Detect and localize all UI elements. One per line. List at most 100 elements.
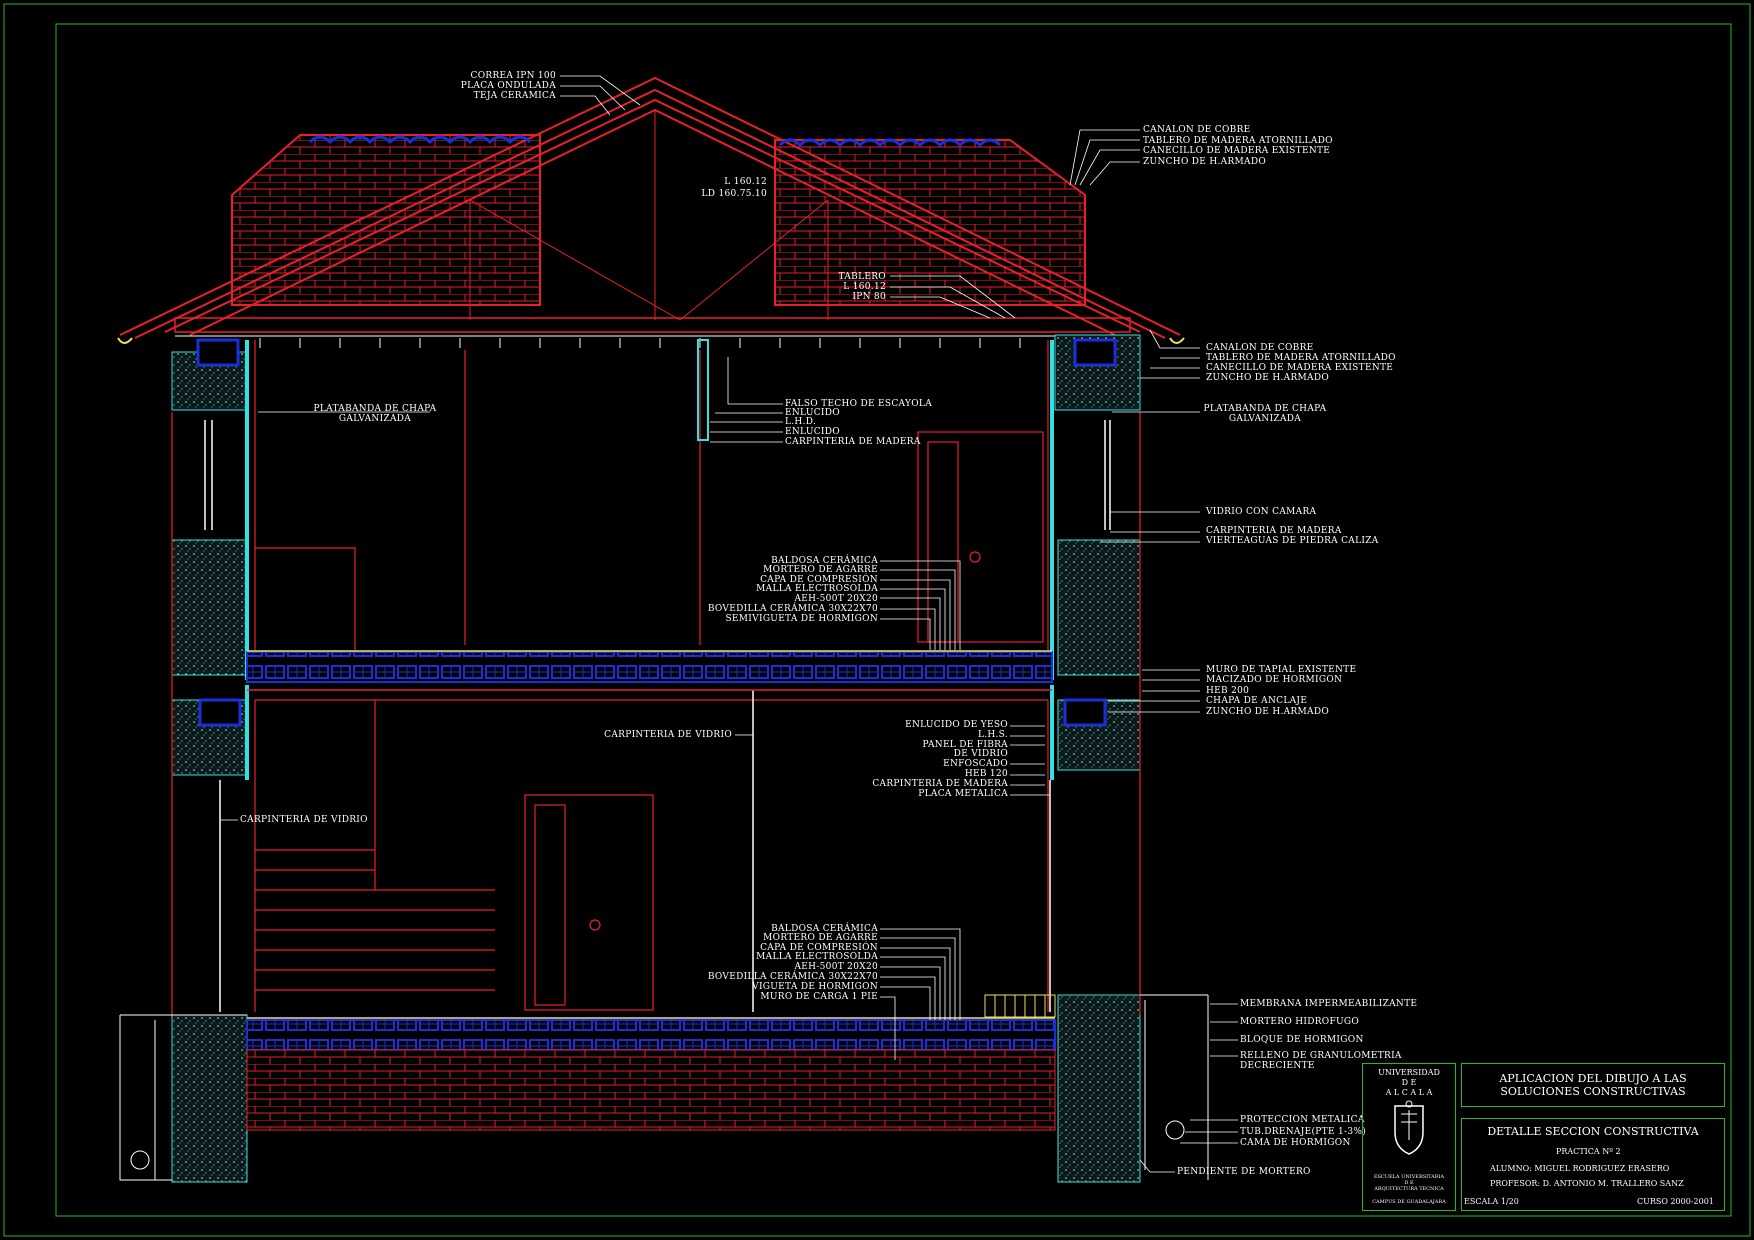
label-ls-mortero: MORTERO DE AGARRE — [763, 933, 878, 943]
label-platabanda-right-1: PLATABANDA DE CHAPA — [1203, 404, 1327, 414]
label-enlucido-yeso: ENLUCIDO DE YESO — [905, 720, 1008, 730]
label-ls-bovedilla: BOVEDILLA CERÁMICA 30X22X70 — [707, 972, 878, 982]
university-box: UNIVERSIDAD D E A L C A L A ESCUELA UNIV… — [1362, 1063, 1456, 1211]
label-us-aeh: AEH-500T 20X20 — [794, 594, 878, 604]
roof-tiles — [308, 135, 1002, 148]
campus: CAMPUS DE GUADALAJARA — [1372, 1199, 1446, 1205]
label-pendiente: PENDIENTE DE MORTERO — [1177, 1167, 1311, 1177]
school-line3: ARQUITECTURA TECNICA — [1374, 1186, 1444, 1192]
label-chapa-anclaje: CHAPA DE ANCLAJE — [1206, 696, 1308, 706]
label-cama-hormigon: CAMA DE HORMIGON — [1240, 1138, 1351, 1148]
label-lhd: L.H.D. — [785, 417, 817, 427]
university-line3: A L C A L A — [1385, 1088, 1433, 1097]
label-carpinteria-vidrio-center: CARPINTERIA DE VIDRIO — [604, 730, 732, 740]
label-macizado: MACIZADO DE HORMIGON — [1206, 675, 1343, 685]
main-title-line1: APLICACION DEL DIBUJO A LAS — [1499, 1072, 1687, 1085]
label-us-baldosa: BALDOSA CERÁMICA — [771, 556, 878, 566]
label-us-malla: MALLA ELECTROSOLDA — [756, 584, 878, 594]
upper-slab — [246, 650, 1053, 691]
label-vidrio-camara: VIDRIO CON CAMARA — [1206, 507, 1317, 517]
school-line1: ESCUELA UNIVERSITARIA — [1373, 1174, 1445, 1180]
label-ipn: IPN 80 — [852, 292, 886, 302]
label-relleno: RELLENO DE GRANULOMETRIA — [1240, 1051, 1402, 1061]
label-platabanda-right-2: GALVANIZADA — [1228, 414, 1302, 424]
label-canecillo-top: CANECILLO DE MADERA EXISTENTE — [1143, 146, 1331, 156]
label-us-semivigueta: SEMIVIGUETA DE HORMIGON — [725, 614, 878, 624]
inner-frame — [55, 23, 1732, 1217]
label-us-capa: CAPA DE COMPRESIÓN — [760, 575, 878, 585]
label-placa-metalica: PLACA METALICA — [918, 789, 1008, 799]
building-outline — [171, 340, 1141, 1015]
label-zuncho-top: ZUNCHO DE H.ARMADO — [1143, 157, 1267, 167]
label-carpinteria-vidrio-left: CARPINTERIA DE VIDRIO — [240, 815, 368, 825]
sheet-title: DETALLE SECCION CONSTRUCTIVA — [1487, 1125, 1699, 1138]
window-frames — [204, 420, 1111, 1012]
label-platabanda-left-2: GALVANIZADA — [338, 414, 412, 424]
label-truss-ld: LD 160.75.10 — [701, 189, 767, 199]
label-tablero: TABLERO — [838, 272, 886, 282]
label-platabanda-left-1: PLATABANDA DE CHAPA — [313, 404, 437, 414]
label-vierteaguas: VIERTEAGUAS DE PIEDRA CALIZA — [1206, 536, 1379, 546]
label-membrana: MEMBRANA IMPERMEABILIZANTE — [1240, 999, 1418, 1009]
label-muro-tapial: MURO DE TAPIAL EXISTENTE — [1206, 665, 1357, 675]
label-ls-muro: MURO DE CARGA 1 PIE — [760, 992, 878, 1002]
label-truss-l: L 160.12 — [724, 177, 767, 187]
university-seal — [1394, 1100, 1424, 1155]
label-enlucido-2: ENLUCIDO — [785, 427, 840, 437]
practice: PRACTICA Nº 2 — [1556, 1147, 1621, 1156]
label-ls-malla: MALLA ELECTROSOLDA — [756, 952, 878, 962]
leader-lines — [220, 75, 1238, 1173]
label-canalon-right: CANALON DE COBRE — [1206, 343, 1314, 353]
label-lhs: L.H.S. — [977, 730, 1008, 740]
label-ls-vigueta: VIGUETA DE HORMIGON — [752, 982, 878, 992]
lower-slab — [246, 1017, 1056, 1131]
label-zuncho-right: ZUNCHO DE H.ARMADO — [1206, 373, 1330, 383]
label-us-mortero: MORTERO DE AGARRE — [763, 565, 878, 575]
label-tub-drenaje: TUB.DRENAJE(PTE 1-3%) — [1240, 1127, 1367, 1137]
label-heb200: HEB 200 — [1206, 686, 1250, 696]
label-enfoscado: ENFOSCADO — [943, 759, 1008, 769]
label-zuncho-wall: ZUNCHO DE H.ARMADO — [1206, 707, 1330, 717]
label-proteccion: PROTECCION METALICA — [1240, 1115, 1365, 1125]
label-canecillo-right: CANECILLO DE MADERA EXISTENTE — [1206, 363, 1394, 373]
main-title-line2: SOLUCIONES CONSTRUCTIVAS — [1500, 1085, 1686, 1098]
university-line1: UNIVERSIDAD — [1378, 1068, 1440, 1077]
label-panel-fibra: PANEL DE FIBRA — [922, 740, 1008, 750]
partition — [697, 339, 709, 441]
ceiling-ribs — [259, 338, 1021, 348]
label-ls-aeh: AEH-500T 20X20 — [794, 962, 878, 972]
label-placa-ondulada: PLACA ONDULADA — [460, 81, 556, 91]
label-carpinteria-madera-window: CARPINTERIA DE MADERA — [1206, 526, 1342, 536]
label-tablero-right: TABLERO DE MADERA ATORNILLADO — [1206, 353, 1396, 363]
roof — [119, 76, 1181, 339]
foundation — [119, 994, 1209, 1181]
label-carpinteria-madera-ceiling: CARPINTERIA DE MADERA — [785, 437, 921, 447]
main-title-box: APLICACION DEL DIBUJO A LAS SOLUCIONES C… — [1461, 1063, 1725, 1107]
label-tablero-top: TABLERO DE MADERA ATORNILLADO — [1143, 136, 1333, 146]
label-bloque-hormigon: BLOQUE DE HORMIGON — [1240, 1035, 1364, 1045]
course: CURSO 2000-2001 — [1637, 1197, 1714, 1206]
label-decreciente: DECRECIENTE — [1240, 1061, 1315, 1071]
outer-frame — [3, 3, 1751, 1237]
label-canalon-top: CANALON DE COBRE — [1143, 125, 1251, 135]
scale: ESCALA 1/20 — [1464, 1197, 1519, 1206]
label-correa: CORREA IPN 100 — [470, 71, 556, 81]
professor: PROFESOR: D. ANTONIO M. TRALLERO SANZ — [1490, 1179, 1684, 1188]
university-line2: D E — [1401, 1078, 1417, 1087]
label-mortero-hidrofugo: MORTERO HIDROFUGO — [1240, 1017, 1360, 1027]
label-enlucido-1: ENLUCIDO — [785, 408, 840, 418]
step-yellow — [984, 994, 1056, 1018]
label-de-vidrio: DE VIDRIO — [953, 749, 1008, 759]
sheet-box: DETALLE SECCION CONSTRUCTIVA PRACTICA Nº… — [1461, 1118, 1725, 1211]
label-ls-capa: CAPA DE COMPRESIÓN — [760, 943, 878, 953]
gutters — [117, 337, 1185, 344]
label-heb120: HEB 120 — [964, 769, 1008, 779]
label-falso-techo: FALSO TECHO DE ESCAYOLA — [785, 399, 932, 409]
label-tie-l: L 160.12 — [843, 282, 886, 292]
school-line2: D E — [1404, 1180, 1414, 1186]
label-us-bovedilla: BOVEDILLA CERÁMICA 30X22X70 — [707, 604, 878, 614]
label-teja-ceramica: TEJA CERAMICA — [473, 91, 556, 101]
label-ls-baldosa: BALDOSA CERÁMICA — [771, 924, 878, 934]
student: ALUMNO: MIGUEL RODRIGUEZ ERASERO — [1490, 1164, 1670, 1173]
